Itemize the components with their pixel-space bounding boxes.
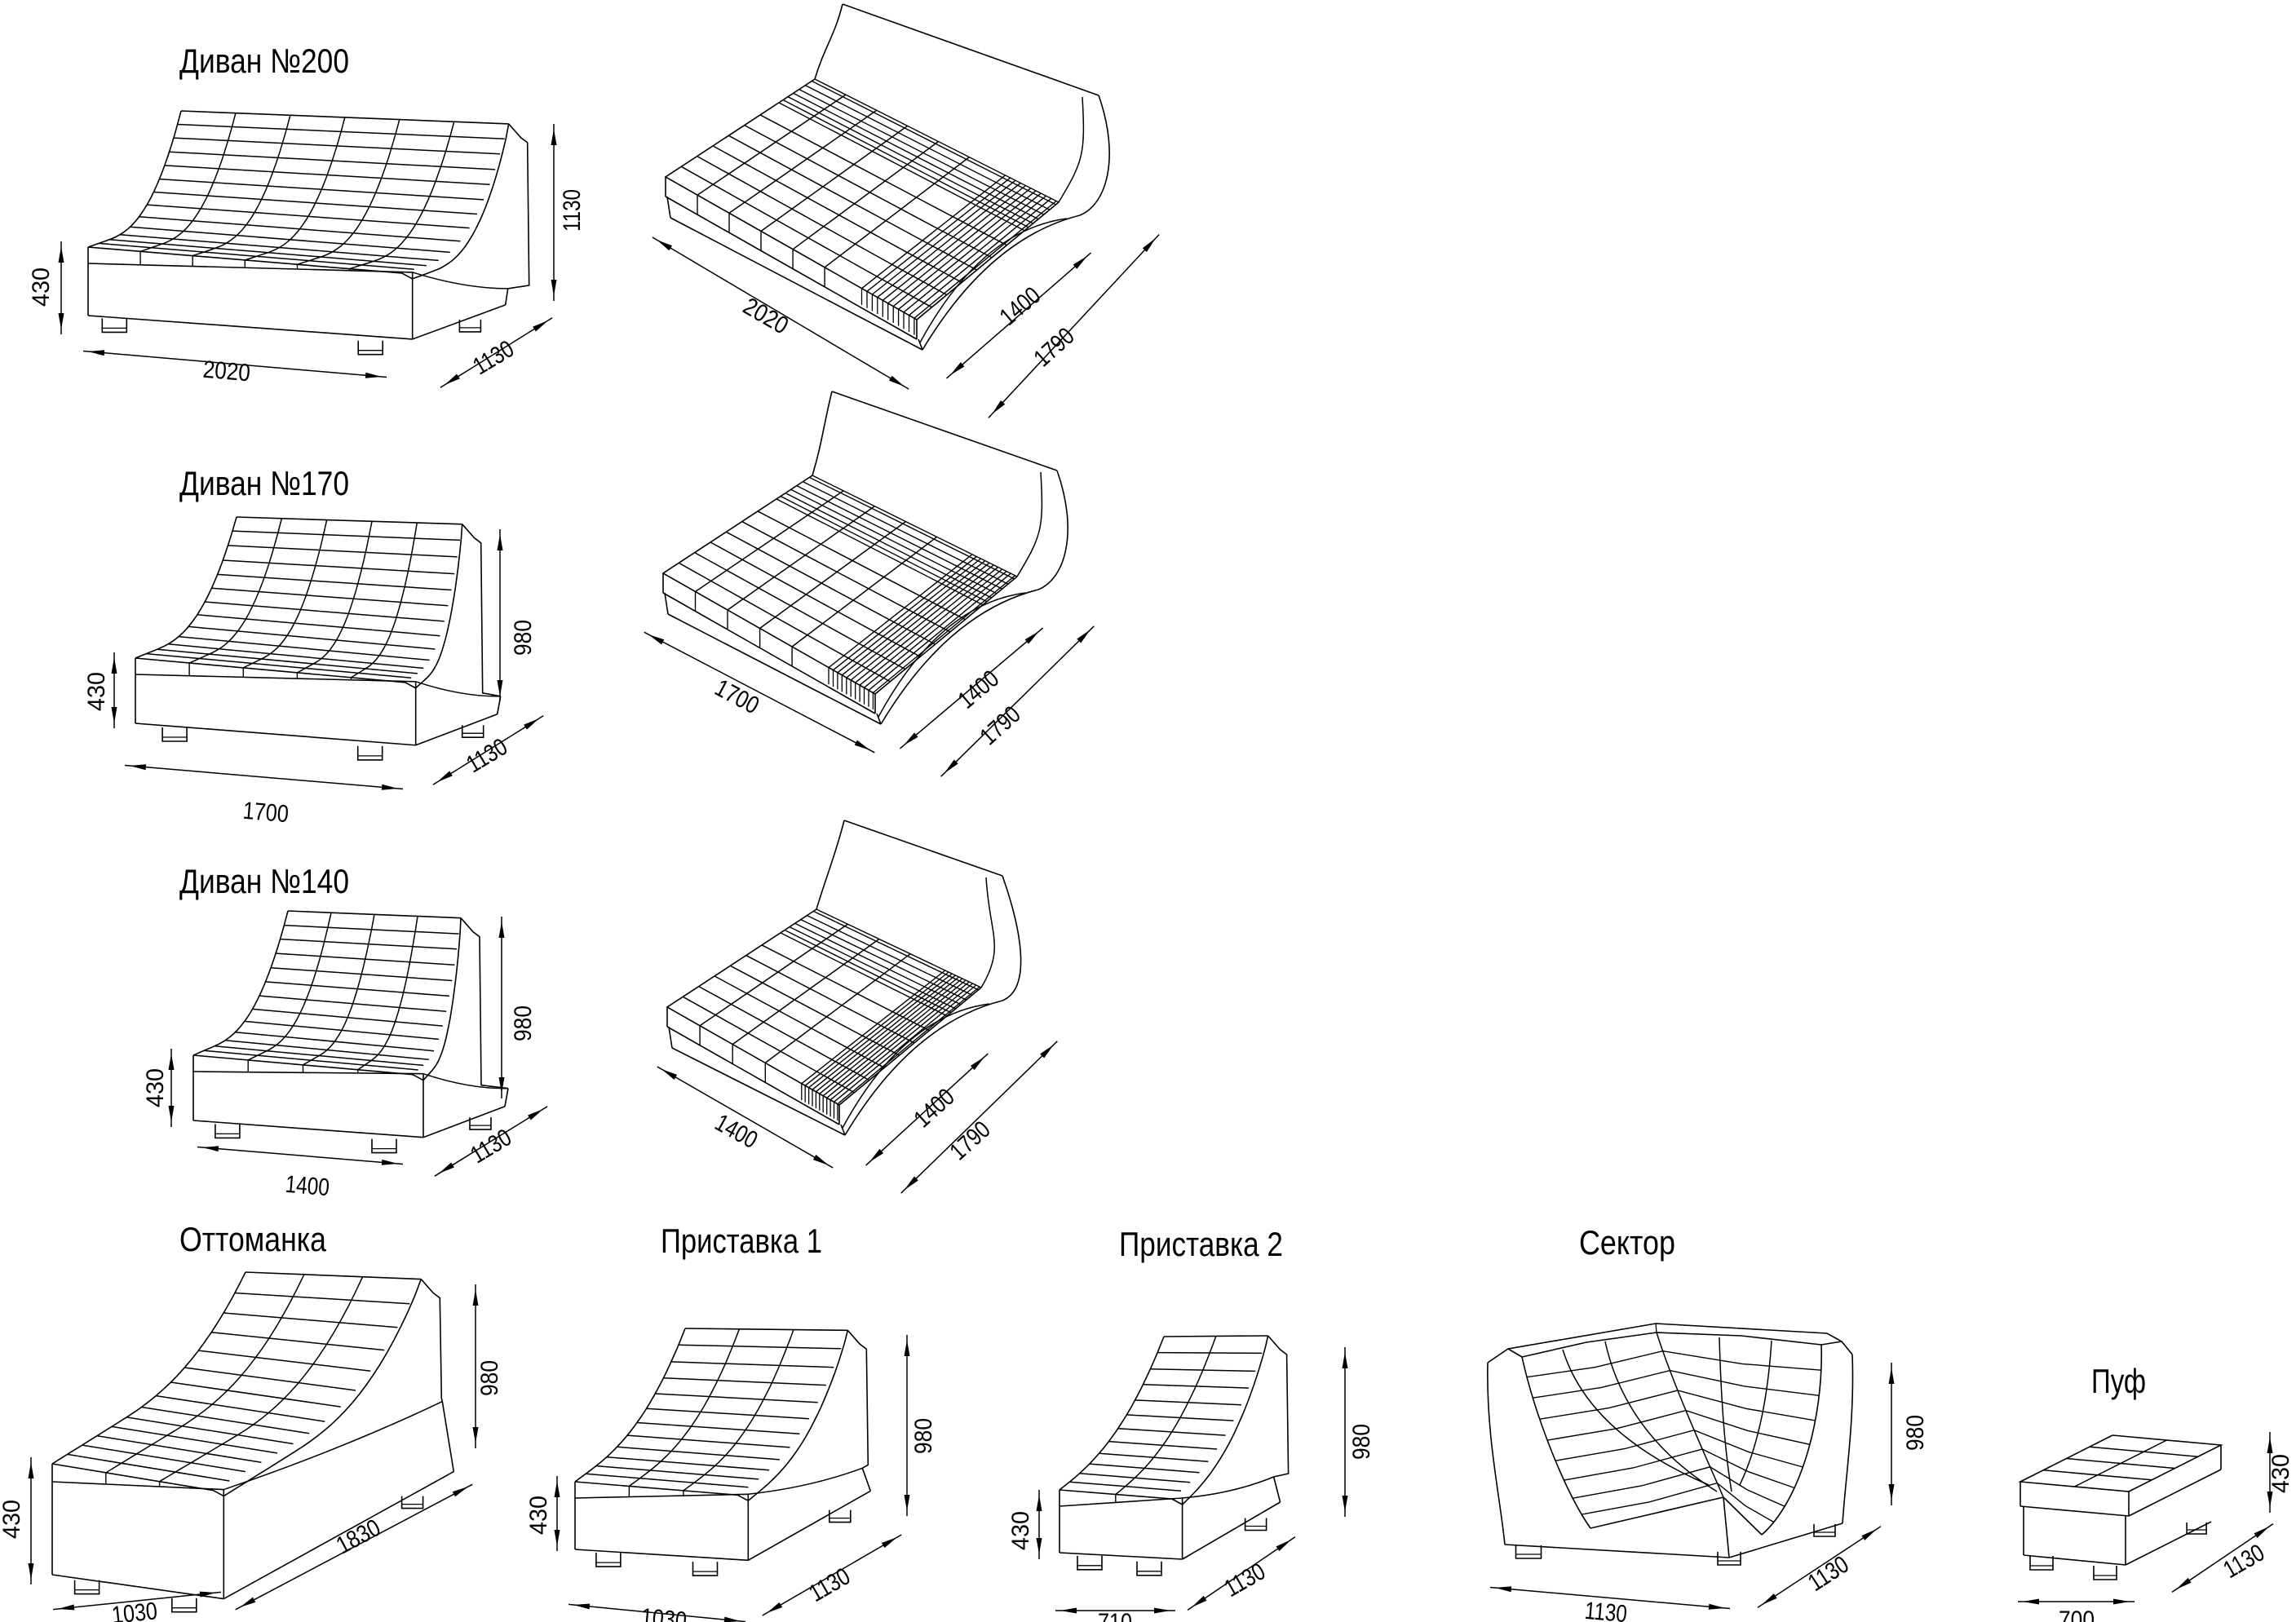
svg-text:1130: 1130 [1583,1598,1628,1622]
svg-text:1400: 1400 [995,282,1046,331]
svg-text:1130: 1130 [1803,1551,1854,1597]
svg-text:Диван №170: Диван №170 [179,464,349,502]
svg-text:Диван №200: Диван №200 [179,42,349,80]
svg-text:Приставка 1: Приставка 1 [661,1222,822,1260]
svg-text:1400: 1400 [953,665,1005,714]
svg-text:980: 980 [510,620,537,656]
svg-text:2020: 2020 [738,293,793,340]
svg-text:700: 700 [2059,1607,2095,1622]
svg-text:1400: 1400 [710,1109,762,1154]
svg-text:980: 980 [1348,1424,1375,1460]
svg-text:430: 430 [142,1068,169,1107]
svg-text:980: 980 [1902,1415,1929,1451]
svg-text:2020: 2020 [202,356,252,387]
svg-text:1400: 1400 [285,1171,331,1201]
svg-text:1830: 1830 [332,1514,385,1559]
svg-text:430: 430 [1007,1511,1034,1550]
svg-text:1790: 1790 [975,701,1026,751]
svg-text:Диван №140: Диван №140 [179,862,349,900]
svg-text:1130: 1130 [468,335,519,380]
svg-text:430: 430 [2267,1454,2294,1493]
svg-text:1030: 1030 [639,1604,688,1622]
svg-text:Приставка 2: Приставка 2 [1119,1225,1283,1263]
svg-text:1700: 1700 [710,674,763,719]
svg-text:Оттоманка: Оттоманка [179,1220,327,1258]
svg-text:980: 980 [510,1005,537,1041]
svg-text:710: 710 [1098,1609,1132,1622]
svg-text:430: 430 [525,1496,552,1535]
svg-text:1130: 1130 [1219,1558,1270,1602]
svg-text:1130: 1130 [804,1562,855,1607]
svg-text:430: 430 [0,1500,25,1539]
svg-text:980: 980 [476,1360,503,1396]
svg-text:1790: 1790 [945,1116,996,1166]
svg-text:1400: 1400 [909,1084,960,1134]
svg-text:1130: 1130 [2219,1539,2269,1584]
svg-text:Сектор: Сектор [1579,1223,1675,1262]
svg-text:1700: 1700 [242,798,290,829]
svg-text:980: 980 [910,1418,937,1454]
svg-text:Пуф: Пуф [2091,1362,2146,1400]
svg-text:430: 430 [28,267,55,307]
svg-text:430: 430 [83,672,110,711]
svg-text:1790: 1790 [1029,323,1080,373]
svg-text:1030: 1030 [110,1598,158,1622]
svg-text:1130: 1130 [559,189,586,232]
